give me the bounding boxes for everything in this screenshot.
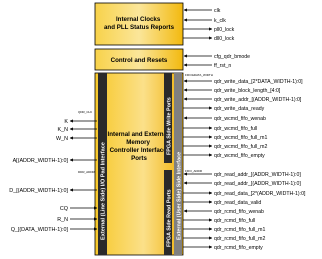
io-pad-bar-label: External (Line Side) I/O Pad Interface <box>101 142 107 240</box>
left-signal-label: K_N <box>58 127 69 133</box>
right-signals: clk k_clk pll0_lock dll0_lock cfg_qdr_bmodef… <box>183 8 306 251</box>
addr-tag: DDR_ADDR <box>78 170 96 174</box>
left-signal-label: D_[(ADDR_WIDTH-1):0] <box>9 188 68 194</box>
write-data-tag: FIFO&DATA_WIDTH <box>185 73 213 77</box>
clocks-block-label: Internal Clocks and PLL Status Reports <box>104 16 175 31</box>
right-signal-label: qdr_wcmd_fifo_empty <box>214 153 265 159</box>
right-signal-label: qdr_read_data_[2*(ADDR_WIDTH-1):0] <box>214 191 306 197</box>
right-signal-label: qdr_wcmd_fifo_full_m2 <box>214 144 267 150</box>
right-signal-label: qdr_rcmd_fifo_full_m1 <box>214 227 265 233</box>
user-side-bar-label: External (User Side) Side Interface <box>177 152 183 240</box>
user-side-bar <box>174 73 182 255</box>
read-ports-bar-label: FPGA Side Read Ports <box>167 189 173 247</box>
right-signal-label: qdr_write_block_length_[4:0] <box>214 88 281 94</box>
write-ports-bar <box>164 73 172 163</box>
clocks-block <box>94 2 184 46</box>
right-signal-label: cfg_qdr_bmode <box>214 54 250 60</box>
left-signal-label: A[(ADDR_WIDTH-1):0] <box>13 158 69 164</box>
left-signal-label: CQ <box>60 206 68 212</box>
left-signal-label: W_N <box>56 136 68 142</box>
clk-tag: QDR_CLK <box>78 110 92 114</box>
left-signal-label: K <box>64 119 68 125</box>
right-signal-label: qdr_write_data_[2*DATA_WIDTH-1):0] <box>214 79 303 85</box>
right-signal-label: qdr_read_addr_[(ADDR_WIDTH-1):0] <box>214 172 301 178</box>
right-signal-label: qdr_rcmd_fifo_wenab <box>214 209 264 215</box>
right-signal-label: qdr_read_data_valid <box>214 200 261 206</box>
memory-block-label: Internal and External Memory Controller … <box>108 131 171 162</box>
control-block-label: Control and Resets <box>111 57 168 64</box>
right-signal-label: qdr_rcmd_fifo_full <box>214 218 255 224</box>
right-signal-label: dll0_lock <box>214 36 235 42</box>
right-signal-label: pll0_lock <box>214 27 235 33</box>
io-pad-bar <box>98 73 107 255</box>
right-signal-label: k_clk <box>214 18 226 24</box>
write-ports-bar-label: FPGA Side Write Ports <box>167 97 173 155</box>
left-signal-label: R_N <box>57 217 68 223</box>
left-signals: K K_N W_N A[(ADDR_WIDTH-1):0] D_[(ADDR_WIDTH… <box>9 119 98 233</box>
right-signal-label: qdr_rcmd_fifo_empty <box>214 245 263 251</box>
right-signal-label: qdr_write_addr_[(ADDR_WIDTH-1):0] <box>214 97 302 103</box>
read-ports-bar <box>164 170 172 255</box>
right-signal-label: qdr_read_addr_[(ADDR_WIDTH-1):0] <box>214 181 301 187</box>
control-block <box>94 48 184 71</box>
left-signal-label: Q_[(DATA_WIDTH-1):0] <box>11 227 69 233</box>
right-signal-label: qdr_wcmd_fifo_wenab <box>214 116 266 122</box>
read-addr-tag: FIFO_ADDR <box>185 169 203 173</box>
right-signal-label: qdr_write_data_ready <box>214 106 265 112</box>
right-signal-label: qdr_wcmd_fifo_full_m1 <box>214 135 267 141</box>
right-signal-label: clk <box>214 8 221 14</box>
right-signal-label: qdr_wcmd_fifo_full <box>214 126 257 132</box>
right-signal-label: ff_rst_n <box>214 63 231 69</box>
right-signal-label: qdr_rcmd_fifo_full_m2 <box>214 236 265 242</box>
